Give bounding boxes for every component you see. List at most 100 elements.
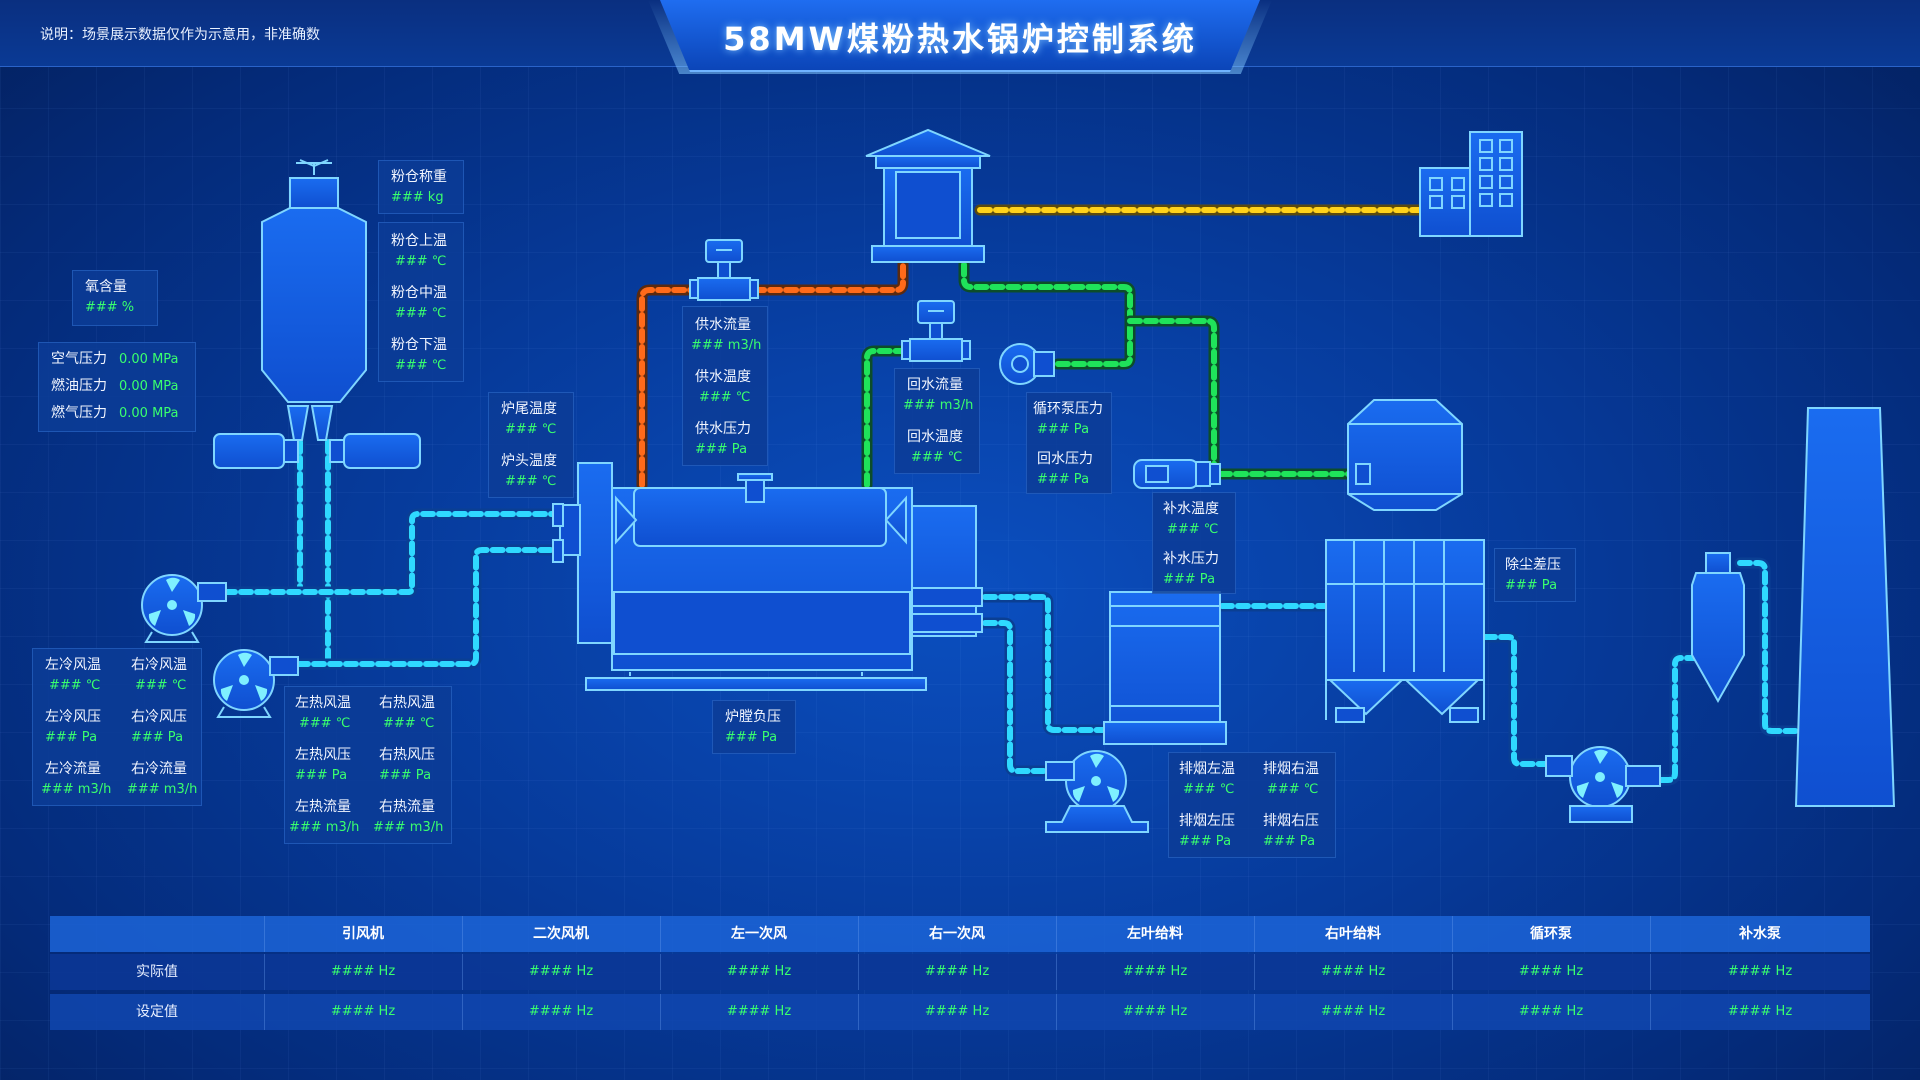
- circ-pump-press-value: ### Pa: [1037, 422, 1090, 437]
- exhaust-right-temp-value: ### ℃: [1267, 782, 1319, 797]
- col-header-left-primary-air: 左一次风: [660, 916, 859, 952]
- row-label-actual: 实际值: [50, 954, 265, 990]
- dust-pressure-panel: 除尘差压 ### Pa: [1494, 548, 1576, 602]
- exhaust-left-temp-label: 排烟左温: [1179, 761, 1235, 777]
- green-return-pipes: [861, 256, 1366, 491]
- oxygen-panel: 氧含量 ### %: [72, 270, 158, 326]
- right-cold-flow-label: 右冷流量: [131, 761, 187, 777]
- right-cold-flow-value: ### m3/h: [127, 782, 198, 797]
- building-icon: [1419, 131, 1523, 237]
- furnace-tail-temp-value: ### ℃: [505, 422, 557, 437]
- oxygen-value: ### %: [85, 300, 135, 315]
- table-row: 设定值 #### Hz #### Hz #### Hz #### Hz ####…: [50, 994, 1870, 1030]
- flowmeter-icon: [901, 300, 971, 362]
- table-cell: #### Hz: [1727, 964, 1793, 979]
- return-press-label: 回水压力: [1037, 451, 1093, 467]
- table-cell: #### Hz: [858, 954, 1057, 990]
- house-icon: [865, 128, 991, 263]
- right-cold-press-label: 右冷风压: [131, 709, 187, 725]
- makeup-temp-label: 补水温度: [1163, 501, 1219, 517]
- right-cold-temp-value: ### ℃: [135, 678, 187, 693]
- table-cell: #### Hz: [462, 994, 661, 1030]
- cold-air-panel: 左冷风温 ### ℃ 右冷风温 ### ℃ 左冷风压 ### Pa 右冷风压 #…: [32, 648, 202, 806]
- exhaust-left-temp-value: ### ℃: [1183, 782, 1235, 797]
- notice-text: 说明：场景展示数据仅作为示意用，非准确数: [40, 27, 320, 43]
- col-header-right-feeder: 右叶给料: [1254, 916, 1453, 952]
- makeup-press-label: 补水压力: [1163, 551, 1219, 567]
- return-temp-value: ### ℃: [911, 450, 963, 465]
- chamber-pressure-value: ### Pa: [725, 730, 778, 745]
- return-flow-value: ### m3/h: [903, 398, 974, 413]
- left-hot-temp-value: ### ℃: [299, 716, 351, 731]
- right-cold-press-value: ### Pa: [131, 730, 184, 745]
- col-header-circ-pump: 循环泵: [1452, 916, 1651, 952]
- air-pressure-value: 0.00 MPa: [119, 352, 179, 367]
- left-hot-press-value: ### Pa: [295, 768, 348, 783]
- table-cell: #### Hz: [1056, 954, 1255, 990]
- exhaust-left-press-value: ### Pa: [1179, 834, 1232, 849]
- furnace-temp-panel: 炉尾温度 ### ℃ 炉头温度 ### ℃: [488, 392, 574, 498]
- table-cell: #### Hz: [1727, 1004, 1793, 1019]
- row-label-setpoint: 设定值: [50, 994, 265, 1030]
- gas-pressure-label: 燃气压力: [51, 405, 107, 421]
- table-cell: #### Hz: [462, 954, 661, 990]
- tank-icon: [1347, 399, 1463, 511]
- silo-mid-temp-label: 粉仓中温: [391, 285, 447, 301]
- economizer-icon: [1103, 591, 1227, 745]
- left-hot-flow-label: 左热流量: [295, 799, 351, 815]
- supply-flow-value: ### m3/h: [691, 338, 762, 353]
- equipment: [141, 128, 1896, 833]
- dust-pressure-label: 除尘差压: [1505, 557, 1561, 573]
- silo-temp-panel: 粉仓上温 ### ℃ 粉仓中温 ### ℃ 粉仓下温 ### ℃: [378, 222, 464, 382]
- table-cell: #### Hz: [1254, 994, 1453, 1030]
- motor-icon: [1133, 459, 1221, 489]
- chamber-pressure-panel: 炉膛负压 ### Pa: [712, 700, 796, 754]
- furnace-head-temp-value: ### ℃: [505, 474, 557, 489]
- oil-pressure-label: 燃油压力: [51, 378, 107, 394]
- pipes: [219, 204, 1806, 786]
- title-banner: [660, 0, 1260, 72]
- left-cold-flow-label: 左冷流量: [45, 761, 101, 777]
- circ-pump-panel: 循环泵压力 ### Pa 回水压力 ### Pa: [1026, 392, 1112, 494]
- left-hot-flow-value: ### m3/h: [289, 820, 360, 835]
- cyan-pipes: [219, 436, 1806, 786]
- makeup-press-value: ### Pa: [1163, 572, 1216, 587]
- col-header-secondary-fan: 二次风机: [462, 916, 661, 952]
- silo-weight-label: 粉仓称重: [391, 169, 447, 185]
- left-cold-temp-value: ### ℃: [49, 678, 101, 693]
- makeup-temp-value: ### ℃: [1167, 522, 1219, 537]
- right-hot-temp-value: ### ℃: [383, 716, 435, 731]
- table-cell: #### Hz: [1452, 954, 1651, 990]
- return-temp-label: 回水温度: [907, 429, 963, 445]
- table-cell: #### Hz: [264, 994, 463, 1030]
- silo-bottom-temp-value: ### ℃: [395, 358, 447, 373]
- table-cell: #### Hz: [1254, 954, 1453, 990]
- supply-water-panel: 供水流量 ### m3/h 供水温度 ### ℃ 供水压力 ### Pa: [682, 306, 768, 466]
- left-cold-press-value: ### Pa: [45, 730, 98, 745]
- orange-supply-pipe: [636, 256, 909, 491]
- supply-temp-label: 供水温度: [695, 369, 751, 385]
- table-row: 实际值 #### Hz #### Hz #### Hz #### Hz ####…: [50, 954, 1870, 990]
- col-header-left-feeder: 左叶给料: [1056, 916, 1255, 952]
- exhaust-right-press-value: ### Pa: [1263, 834, 1316, 849]
- silo-weight-value: ### kg: [391, 190, 444, 205]
- silo-top-temp-value: ### ℃: [395, 254, 447, 269]
- left-hot-press-label: 左热风压: [295, 747, 351, 763]
- right-hot-flow-value: ### m3/h: [373, 820, 444, 835]
- col-header-right-primary-air: 右一次风: [858, 916, 1057, 952]
- table-cell: #### Hz: [660, 994, 859, 1030]
- air-pressure-label: 空气压力: [51, 351, 107, 367]
- table-cell: #### Hz: [1056, 994, 1255, 1030]
- col-header-induced-fan: 引风机: [264, 916, 463, 952]
- chimney-icon: [1794, 407, 1896, 807]
- table-cell: #### Hz: [1452, 994, 1651, 1030]
- exhaust-right-temp-label: 排烟右温: [1263, 761, 1319, 777]
- left-cold-press-label: 左冷风压: [45, 709, 101, 725]
- page-title: 58MW煤粉热水锅炉控制系统: [723, 20, 1197, 58]
- silo-mid-temp-value: ### ℃: [395, 306, 447, 321]
- table-header-row: 引风机 二次风机 左一次风 右一次风 左叶给料 右叶给料 循环泵 补水泵: [50, 916, 1870, 952]
